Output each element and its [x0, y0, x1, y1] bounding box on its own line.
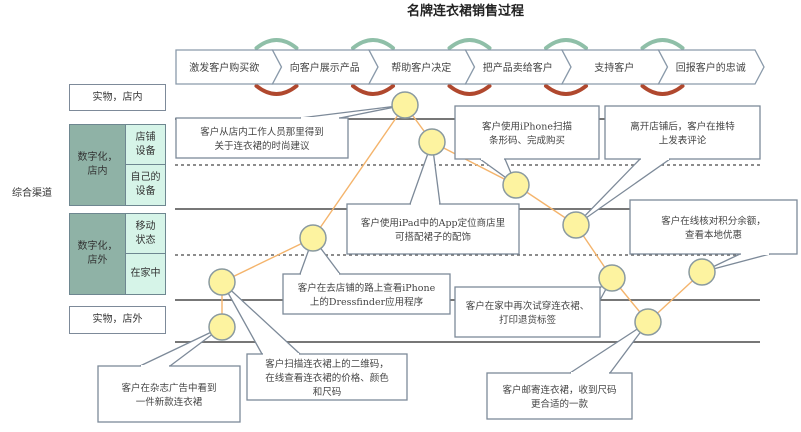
diagram-title: 名牌连衣裙销售过程 [406, 4, 524, 19]
cycle-arrow-bottom [640, 84, 685, 96]
callout-text: 更合适的一款 [531, 398, 589, 410]
touchpoint-circle [634, 308, 662, 336]
callout-box [604, 105, 761, 160]
callout-text: 可搭配裙子的配饰 [395, 231, 471, 243]
stage-label: 帮助客户决定 [391, 61, 451, 74]
cycle-arrow-top [640, 38, 685, 50]
callout-text: 客户使用iPhone扫描 [482, 121, 573, 133]
callout-box [629, 199, 798, 255]
callout-text: 客户在杂志广告中看到 [121, 382, 216, 394]
callout-text: 客户在线核对积分余额， [661, 215, 766, 227]
journey-path-segment [312, 103, 406, 239]
channel-own-device: 自己的 设备 [125, 164, 166, 206]
stage-label: 把产品卖给客户 [483, 61, 553, 74]
callout-pointer [299, 104, 406, 119]
journey-path-segment [431, 141, 518, 186]
callout-box [246, 353, 408, 401]
touchpoint-circle [391, 91, 419, 119]
channel-at-home: 在家中 [125, 253, 166, 295]
cycle-arrow-top [351, 38, 395, 50]
touchpoint-circle [562, 211, 590, 239]
callout-text: 在线查看连衣裙的价格、颜色 [265, 372, 389, 384]
touchpoint-circle [598, 264, 626, 292]
cycle-arrow-bottom [254, 84, 299, 96]
callout-box [454, 105, 600, 160]
stage-label: 回报客户的忠诚 [676, 61, 746, 74]
channel-digital-out-store: 数字化， 店外 [69, 213, 126, 295]
touchpoint-circle [688, 258, 716, 286]
touchpoint-circle [208, 313, 236, 341]
callout-text: 一件新款连衣裙 [136, 396, 203, 408]
callout-text: 客户在家中再次试穿连衣裙、 [466, 300, 590, 312]
channel-store-device: 店铺 设备 [125, 124, 166, 165]
cycle-arrow-bottom [351, 84, 395, 96]
callout-box [346, 203, 520, 255]
stage-label: 支持客户 [594, 61, 634, 74]
stage-chevron [657, 49, 765, 85]
channel-physical-out-store: 实物，店外 [69, 306, 166, 334]
cycle-arrow-bottom [544, 84, 588, 96]
callout-text: 上的Dressfinder应用程序 [310, 296, 424, 308]
callout-text: 关于连衣裙的时尚建议 [214, 140, 310, 152]
callout-text: 条形码、完成购买 [489, 135, 565, 147]
callout-text: 打印退货标签 [499, 314, 557, 326]
integrated-channel-label: 综合渠道 [12, 188, 52, 199]
touchpoint-circle [299, 224, 327, 252]
callout-box [486, 372, 633, 420]
stage-label: 向客户展示产品 [290, 61, 360, 74]
cycle-arrow-top [544, 38, 588, 50]
callout-text: 客户邮寄连衣裙，收到尺码 [502, 384, 616, 396]
cycle-arrow-top [447, 38, 492, 50]
callout-text: 客户扫描连衣裙上的二维码， [265, 358, 389, 370]
touchpoint-circle [208, 268, 236, 296]
callout-text: 和尺码 [313, 387, 342, 398]
callout-box [175, 117, 349, 159]
callout-box [282, 273, 451, 315]
callout-text: 客户使用iPad中的App定位商店里 [361, 217, 505, 229]
cycle-arrow-top [254, 38, 299, 50]
callout-box [97, 365, 241, 423]
channel-physical-in-store: 实物，店内 [69, 84, 166, 111]
callout-text: 离开店铺后，客户在推特 [630, 121, 735, 133]
callout-box [454, 286, 601, 338]
callout-text: 上发表评论 [659, 135, 707, 147]
callout-text: 客户在去店铺的路上查看iPhone [298, 282, 436, 294]
callout-text: 查看本地优惠 [685, 229, 742, 241]
channel-digital-in-store: 数字化， 店内 [69, 124, 126, 206]
stage-label: 激发客户购买欲 [189, 61, 259, 74]
journey-path-segment [221, 237, 315, 283]
channel-mobile: 移动 状态 [125, 213, 166, 254]
touchpoint-circle [418, 128, 446, 156]
cycle-arrow-bottom [447, 84, 492, 96]
touchpoint-circle [502, 171, 530, 199]
callout-text: 客户从店内工作人员那里得到 [200, 126, 324, 138]
